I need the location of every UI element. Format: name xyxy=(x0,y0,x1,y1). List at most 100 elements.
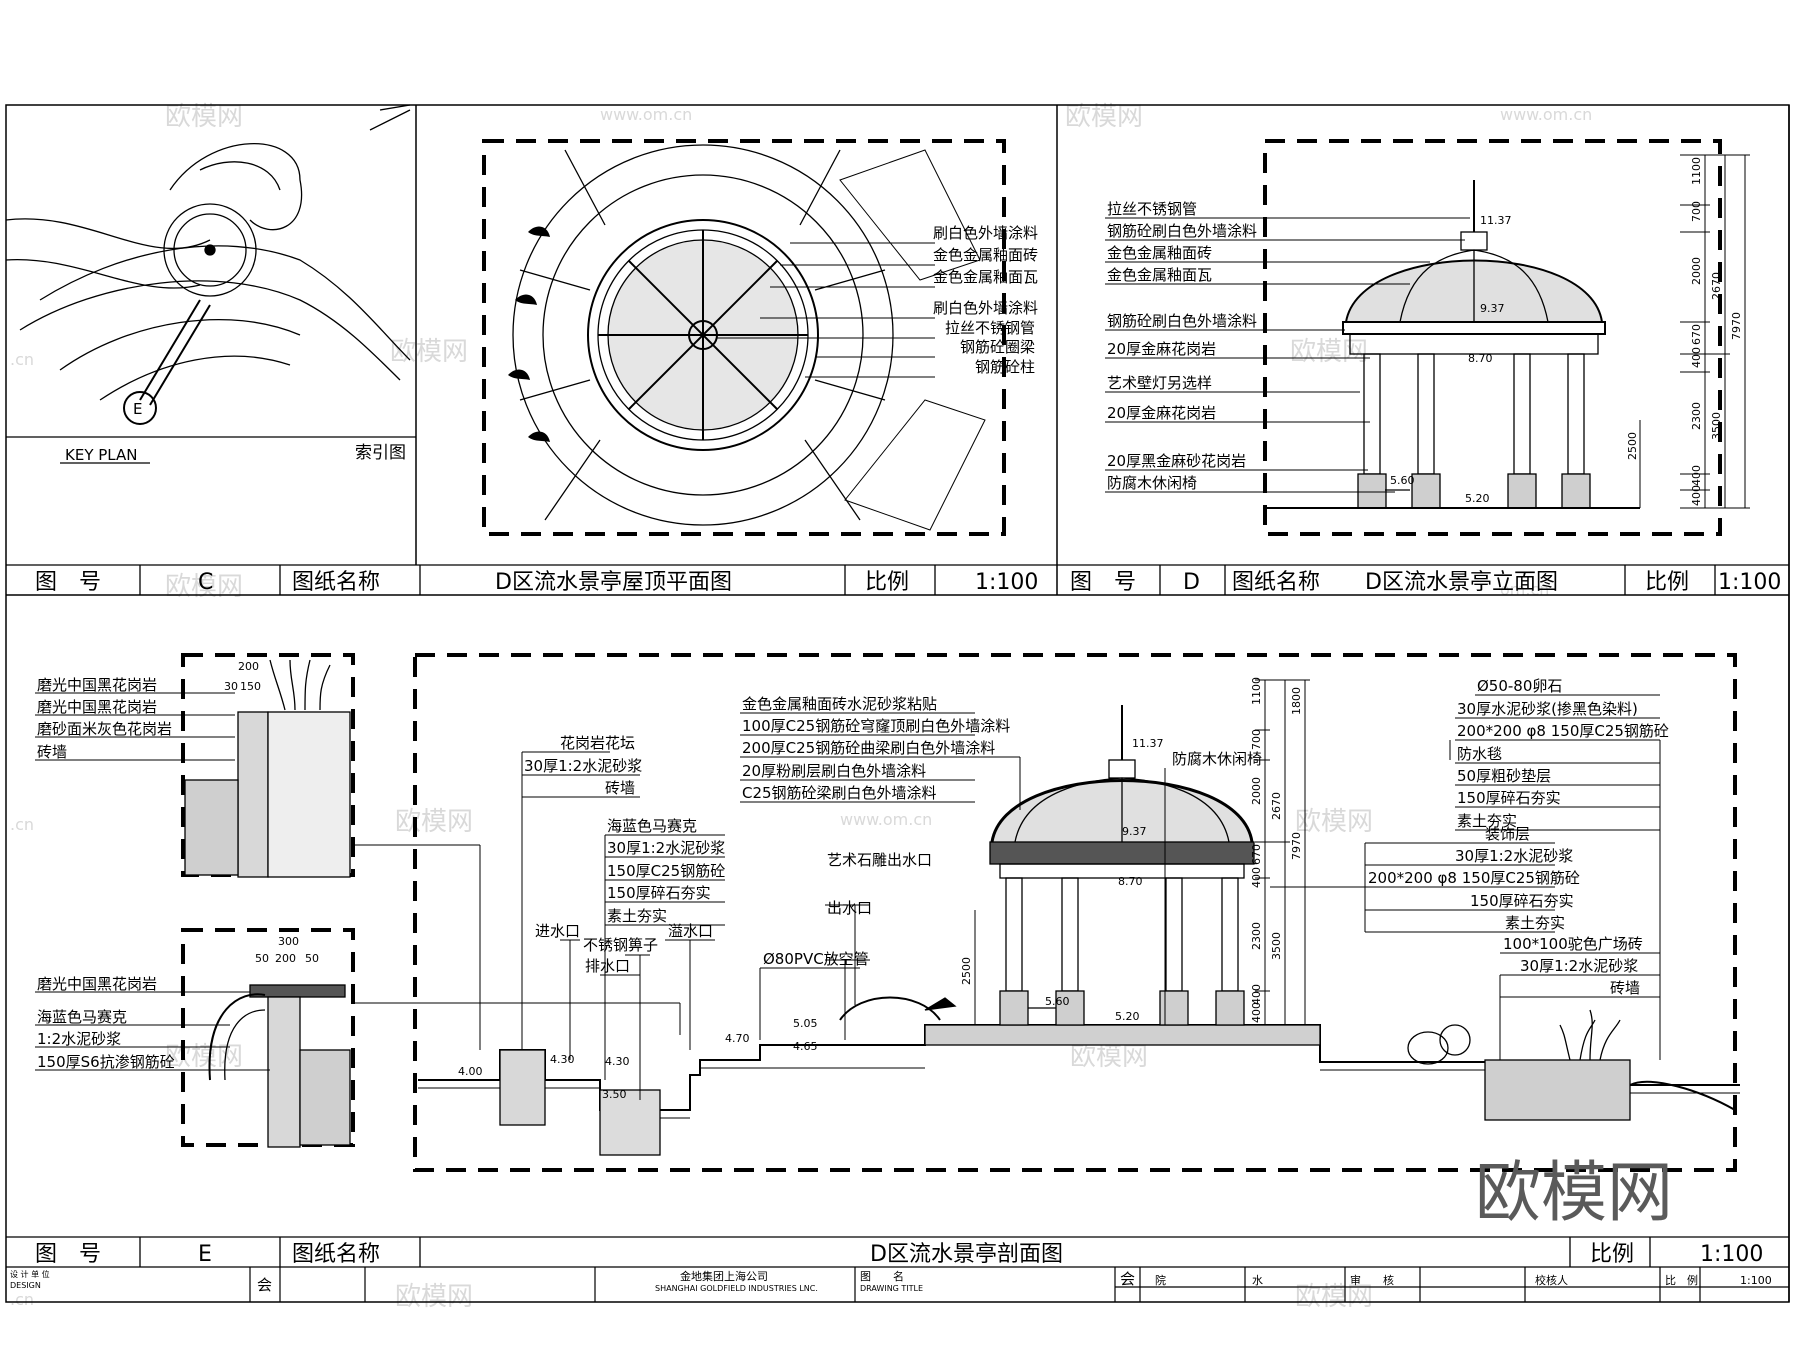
note: 海蓝色马赛克 xyxy=(607,817,697,835)
level: 4.65 xyxy=(793,1040,818,1053)
scale-label: 比例 xyxy=(1590,1242,1634,1267)
note: 1:2水泥砂浆 xyxy=(37,1030,121,1048)
sheet-frame xyxy=(5,104,1790,1303)
dim: 7970 xyxy=(1290,832,1303,860)
note: 200厚C25钢筋砼曲梁刷白色外墙涂料 xyxy=(742,739,995,757)
note: 砖墙 xyxy=(37,743,67,761)
drawing-title: D区流水景亭立面图 xyxy=(1365,570,1558,595)
note: 钢筋砼圈梁 xyxy=(960,338,1035,356)
dim: 700 xyxy=(1690,201,1703,222)
note: 磨光中国黑花岗岩 xyxy=(37,676,157,694)
note: 150厚碎石夯实 xyxy=(1470,892,1574,910)
pavilion-section xyxy=(989,705,1255,1026)
drawing-name-label: 图纸名称 xyxy=(292,570,380,595)
watermark-tail: .cn xyxy=(10,815,34,834)
dim: 2500 xyxy=(960,957,973,985)
sump xyxy=(599,1089,661,1156)
watermark-text: 欧模网 xyxy=(1070,1042,1148,1072)
shrubs xyxy=(1407,1009,1621,1065)
watermark-text: 欧模网 xyxy=(1065,102,1143,132)
note: 50厚粗砂垫层 xyxy=(1457,767,1551,785)
roof-ribs xyxy=(598,230,808,440)
note: 100*100驼色广场砖 xyxy=(1503,935,1643,953)
design-unit-label-en: DESIGN xyxy=(10,1281,41,1290)
dim: 2000 xyxy=(1690,257,1703,285)
note: 20厚黑金麻砂花岗岩 xyxy=(1107,452,1246,470)
note: 金色金属釉面瓦 xyxy=(1107,266,1212,284)
dim: 200 xyxy=(238,660,259,673)
level: 8.70 xyxy=(1468,352,1493,365)
dim: 2670 xyxy=(1270,792,1283,820)
watermark-text: 欧模网 xyxy=(165,102,243,132)
note: 100厚C25钢筋砼穹窿顶刷白色外墙涂料 xyxy=(742,717,1010,735)
note: 刷白色外墙涂料 xyxy=(933,299,1038,317)
sign-label: 水 xyxy=(1252,1274,1263,1287)
section-drawing: 200 30 150 磨光中国黑花岗岩 磨光中国黑花岗岩 磨砂面米灰色花岗岩 砖… xyxy=(35,653,1740,1172)
planter xyxy=(499,1049,546,1126)
note: 磨光中国黑花岗岩 xyxy=(37,698,157,716)
dim: 670 xyxy=(1250,844,1263,865)
level: 11.37 xyxy=(1480,214,1512,227)
dim: 400 xyxy=(1690,485,1703,506)
note: 砖墙 xyxy=(605,779,635,797)
detail-2 xyxy=(208,984,681,1148)
scale-label: 比 例 xyxy=(1665,1273,1698,1287)
level: 5.05 xyxy=(793,1017,818,1030)
section-notes: 花岗岩花坛 30厚1:2水泥砂浆 砖墙 海蓝色马赛克 30厚1:2水泥砂浆 15… xyxy=(524,677,1669,997)
elevation-notes: 拉丝不锈钢管 钢筋砼刷白色外墙涂料 金色金属釉面砖 金色金属釉面瓦 钢筋砼刷白色… xyxy=(1107,200,1257,492)
dim: 400 xyxy=(1250,984,1263,1005)
title-row-e: 图 号 E 图纸名称 D区流水景亭剖面图 比例 1:100 xyxy=(6,1236,1789,1268)
note: 30厚1:2水泥砂浆 xyxy=(607,839,725,857)
drawing-title-label-en: DRAWING TITLE xyxy=(860,1284,923,1293)
note: 砖墙 xyxy=(1610,979,1640,997)
note: 30厚水泥砂浆(掺黑色染料) xyxy=(1457,700,1638,718)
level: 5.60 xyxy=(1045,995,1070,1008)
detail-1 xyxy=(184,659,481,1050)
elevation-dims: 1100 700 2000 670 400 2300 400 400 2670 … xyxy=(1390,157,1743,506)
dim: 7970 xyxy=(1730,312,1743,340)
note: 磨砂面米灰色花岗岩 xyxy=(37,720,172,738)
level: 11.37 xyxy=(1132,737,1164,750)
note: 防水毯 xyxy=(1457,745,1502,763)
company-name: 金地集团上海公司 xyxy=(680,1269,768,1283)
note: 进水口 xyxy=(535,922,580,940)
note: 150厚碎石夯实 xyxy=(607,884,711,902)
dim: 3500 xyxy=(1710,412,1723,440)
note: 150厚S6抗渗钢筋砼 xyxy=(37,1053,175,1071)
dim: 1100 xyxy=(1690,157,1703,185)
wall-lamp-icon xyxy=(508,226,550,442)
level: 5.20 xyxy=(1115,1010,1140,1023)
note: 素土夯实 xyxy=(1457,812,1517,830)
note: 海蓝色马赛克 xyxy=(37,1008,127,1026)
sign-label: 会 xyxy=(1120,1270,1135,1288)
note: 钢筋砼刷白色外墙涂料 xyxy=(1107,312,1257,330)
level: 8.70 xyxy=(1118,875,1143,888)
watermark-text: 欧模网 xyxy=(1295,807,1373,837)
dim: 400 xyxy=(1250,867,1263,888)
note: 拉丝不锈钢管 xyxy=(1107,200,1197,218)
leader-lines xyxy=(717,242,935,378)
watermark-text: 欧模网 xyxy=(395,1282,473,1312)
section-dims: 1100 700 2000 670 400 2300 400 400 1800 … xyxy=(458,677,1303,1101)
scale-value: 1:100 xyxy=(975,570,1038,595)
watermark-url: www.om.cn xyxy=(600,105,692,124)
design-unit-label: 设 计 单 位 xyxy=(10,1269,50,1279)
note: 素土夯实 xyxy=(607,907,667,925)
watermark-tail: .cn xyxy=(10,350,34,369)
drawing-number-label: 图 号 xyxy=(1070,570,1136,595)
note: 拉丝不锈钢管 xyxy=(945,319,1035,337)
watermark-text: 欧模网 xyxy=(165,572,243,602)
dim: 300 xyxy=(278,935,299,948)
level: 9.37 xyxy=(1480,302,1505,315)
key-plan-section-marker: E xyxy=(133,400,142,418)
note: 花岗岩花坛 xyxy=(560,734,635,752)
pavilion-base xyxy=(924,1024,1321,1046)
title-row-cd: 图 号 C 图纸名称 D区流水景亭屋顶平面图 比例 1:100 图 号 D 图纸… xyxy=(6,564,1789,595)
detail-1-notes: 磨光中国黑花岗岩 磨光中国黑花岗岩 磨砂面米灰色花岗岩 砖墙 xyxy=(37,676,172,761)
planter-right xyxy=(1484,1059,1631,1121)
dim: 200 xyxy=(275,952,296,965)
watermark-text: 欧模网 xyxy=(1290,337,1368,367)
dim: 50 xyxy=(305,952,319,965)
drawing-number-label: 图 号 xyxy=(35,570,101,595)
level: 4.00 xyxy=(458,1065,483,1078)
